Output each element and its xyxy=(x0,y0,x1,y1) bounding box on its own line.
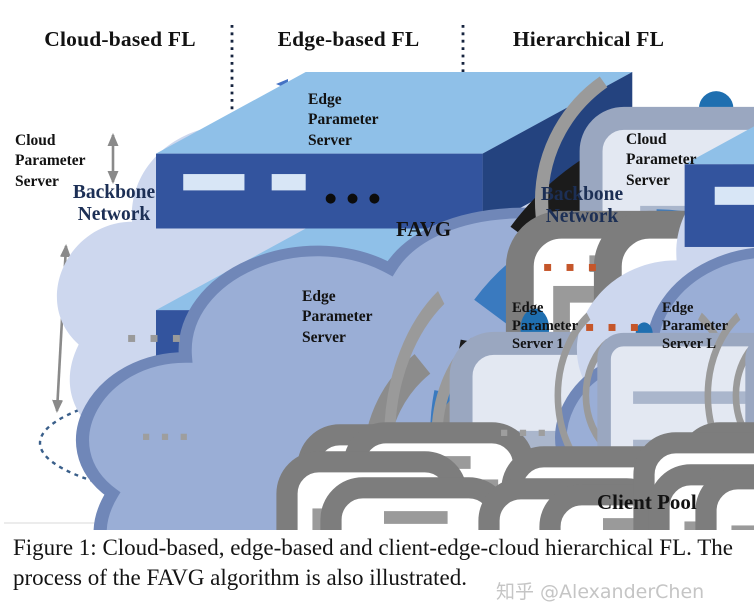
panel-title-cloud-based-fl: Cloud-based FL xyxy=(44,27,196,51)
cloud-parameter-server-right-label: Cloud Parameter Server xyxy=(626,131,697,189)
group1-more-dots: ▪ ▪ ▪ xyxy=(142,428,192,443)
panel-title-edge-based-fl: Edge-based FL xyxy=(277,27,420,51)
figure-caption: Figure 1: Cloud-based, edge-based and cl… xyxy=(13,535,733,591)
client-pool-label: Client Pool xyxy=(597,490,697,514)
edge-parameter-server-label: Edge Parameter Server xyxy=(308,91,379,149)
group3-more-dots: ▪ ▪ ▪ xyxy=(500,424,550,439)
cloud-parameter-server-label: Cloud Parameter Server xyxy=(15,132,86,190)
panel-title-hierarchical-fl: Hierarchical FL xyxy=(512,27,665,51)
watermark-text: 知乎 @AlexanderChen xyxy=(496,581,705,603)
backbone-network-right-label: Backbone Network xyxy=(540,184,624,227)
edge-parameter-server-L-label: Edge Parameter Server L xyxy=(662,300,729,352)
more-edge-servers-dots-upper: ▪ ▪ ▪ xyxy=(543,259,602,275)
more-devices-dots: ● ● ● xyxy=(325,191,384,206)
edge-parameter-server-middle-label: Edge Parameter Server xyxy=(302,288,373,346)
more-clients-dots: ▪ ▪ ▪ xyxy=(127,330,186,346)
more-edge-servers-dots-between: ▪ ▪ ▪ xyxy=(585,319,644,335)
diagram-canvas xyxy=(4,25,754,530)
favg-algorithm-label: FAVG xyxy=(396,217,452,241)
edge-parameter-server-1-label: Edge Parameter Server 1 xyxy=(512,300,579,352)
backbone-network-label: Backbone Network xyxy=(72,182,156,225)
